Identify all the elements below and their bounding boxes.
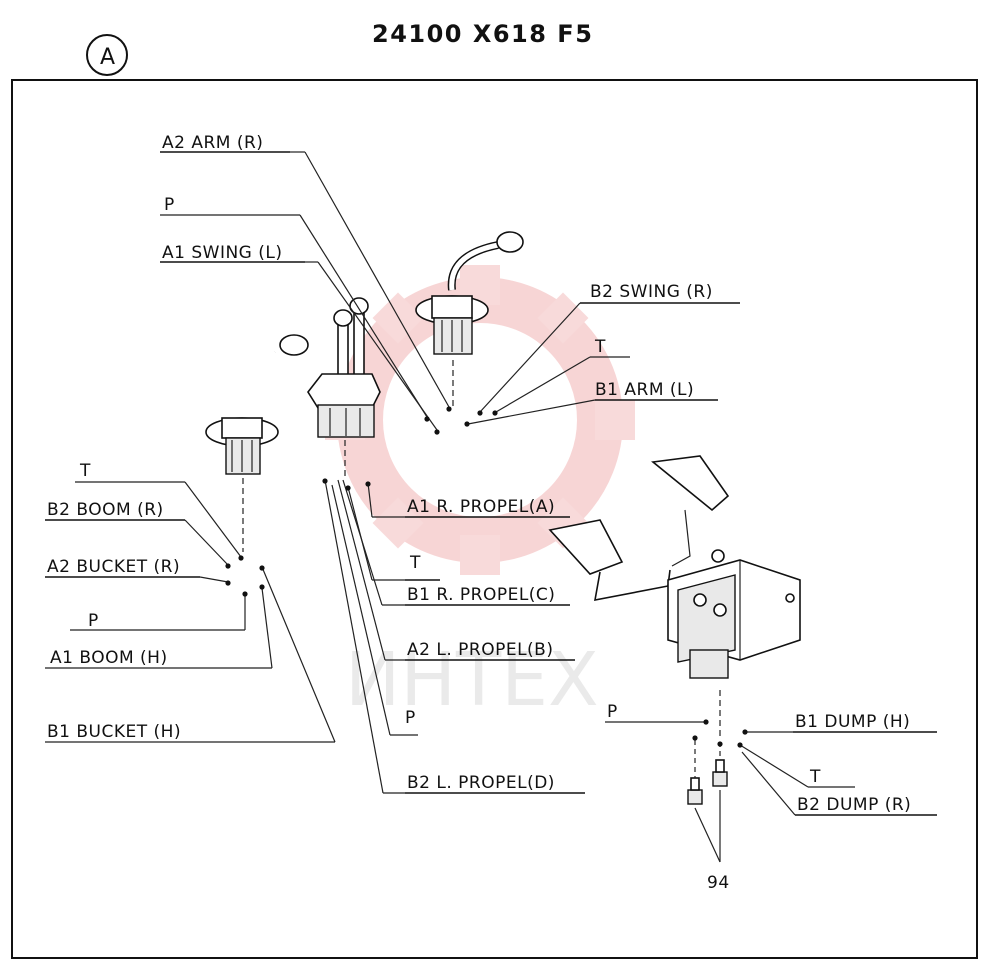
label-t-pedal: T [809, 767, 821, 787]
label-p-top: P [164, 195, 175, 215]
drawing-frame [11, 79, 978, 959]
label-b1-dump-h: B1 DUMP (H) [795, 712, 910, 732]
label-b2-l-propel-d: B2 L. PROPEL(D) [407, 773, 555, 793]
leader-lines [45, 151, 855, 816]
label-a2-arm-r: A2 ARM (R) [162, 133, 263, 153]
label-p-pedal: P [607, 702, 618, 722]
label-p-left: P [88, 611, 99, 631]
label-part-number: 94 [707, 873, 730, 893]
label-a1-r-propel-a: A1 R. PROPEL(A) [407, 497, 555, 517]
label-b2-boom-r: B2 BOOM (R) [47, 500, 164, 520]
view-marker-label: A [100, 45, 115, 70]
hose-fittings [687, 740, 728, 863]
label-t-mid: T [409, 553, 421, 573]
dump-pedal-valve [548, 455, 801, 679]
label-a1-swing-l: A1 SWING (L) [162, 243, 283, 263]
label-b2-dump-r: B2 DUMP (R) [797, 795, 911, 815]
watermark-text: ИНТЕХ [345, 637, 599, 723]
label-b1-bucket-h: B1 BUCKET (H) [47, 722, 181, 742]
label-t-right: T [594, 337, 606, 357]
travel-lever-valve [307, 297, 381, 438]
view-marker-circle [86, 34, 128, 76]
right-joystick-valve [415, 231, 524, 355]
drawing-title: 24100 X618 F5 [372, 20, 593, 48]
label-b2-swing-r: B2 SWING (R) [590, 282, 713, 302]
label-b1-arm-l: B1 ARM (L) [595, 380, 694, 400]
left-joystick-valve [205, 334, 309, 475]
port-dots [225, 406, 748, 748]
label-t-left: T [79, 461, 91, 481]
label-b1-r-propel-c: B1 R. PROPEL(C) [407, 585, 555, 605]
label-a2-bucket-r: A2 BUCKET (R) [47, 557, 180, 577]
port-labels: A2 ARM (R) P A1 SWING (L) B2 SWING (R) T… [45, 133, 937, 893]
label-a1-boom-h: A1 BOOM (H) [50, 648, 168, 668]
label-p-mid: P [405, 708, 416, 728]
label-a2-l-propel-b: A2 L. PROPEL(B) [407, 640, 553, 660]
